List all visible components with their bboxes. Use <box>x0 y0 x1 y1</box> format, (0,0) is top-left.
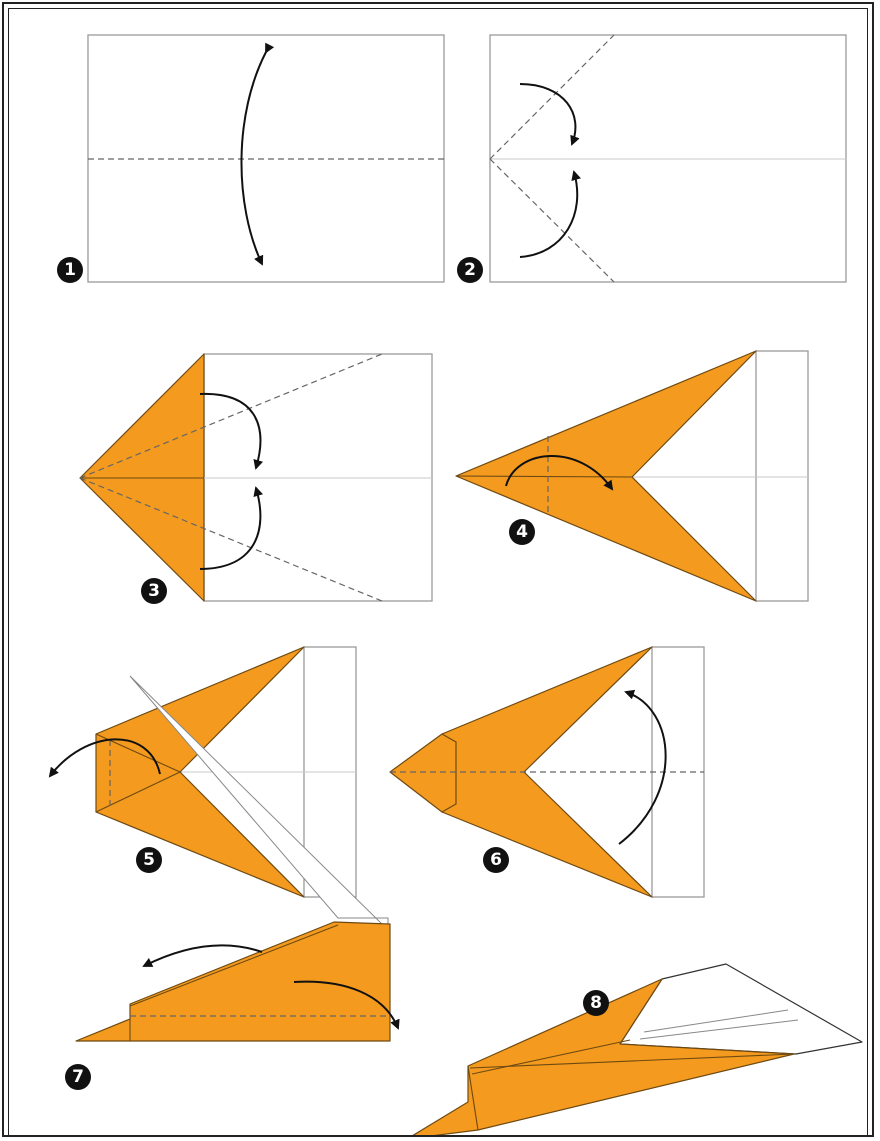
step-8-diagram <box>412 963 863 1135</box>
nose-edge <box>467 1065 479 1131</box>
fold-arrow <box>142 944 263 967</box>
step-3-badge: 3 <box>141 578 167 604</box>
folded-body <box>95 646 305 898</box>
step-5-diagram <box>48 646 357 898</box>
wing-crease <box>643 1009 789 1033</box>
step-7-badge: 7 <box>65 1064 91 1090</box>
step-7-diagram <box>75 675 400 1042</box>
step-1-badge: 1 <box>57 257 83 283</box>
fold-arrow <box>519 83 580 146</box>
fold-arrow <box>505 455 614 491</box>
step-4-badge: 4 <box>509 519 535 545</box>
nose-flap <box>389 733 457 813</box>
body-edge <box>469 1053 795 1069</box>
valley-fold-line <box>79 353 383 479</box>
valley-fold-line <box>79 477 383 602</box>
step-number: 4 <box>516 522 528 542</box>
step-number: 1 <box>64 260 76 280</box>
step-number: 2 <box>464 260 476 280</box>
fold-arrow <box>48 738 161 778</box>
fold-arrow <box>240 42 275 266</box>
step-2-badge: 2 <box>457 257 483 283</box>
step-8-badge: 8 <box>583 990 609 1016</box>
step-number: 3 <box>148 581 160 601</box>
step-number: 8 <box>590 993 602 1013</box>
step-number: 5 <box>143 850 155 870</box>
fold-arrow <box>519 170 582 258</box>
folded-side-view <box>75 921 391 1042</box>
step-6-badge: 6 <box>483 847 509 873</box>
wing-edge <box>129 924 339 1007</box>
step-2-diagram <box>489 34 847 283</box>
step-number: 7 <box>72 1067 84 1087</box>
paper-strip <box>755 350 809 602</box>
valley-fold-line <box>489 158 615 283</box>
fold-arrow <box>199 486 264 570</box>
paper-strip <box>651 646 705 898</box>
step-4-diagram <box>455 350 809 602</box>
step-5-badge: 5 <box>136 847 162 873</box>
origami-diagram: 1 2 3 4 <box>48 34 863 1135</box>
body-edge <box>471 1039 631 1075</box>
wing-crease <box>639 1019 799 1040</box>
plane-body <box>412 978 795 1135</box>
paper-edge <box>129 675 389 932</box>
fold-arrow <box>618 689 667 845</box>
step-3-diagram <box>79 353 433 602</box>
step-1-diagram <box>87 34 445 283</box>
upper-wing <box>619 963 863 1055</box>
step-6-diagram <box>389 646 705 898</box>
fold-arrow <box>293 980 400 1030</box>
fold-arrow <box>199 392 264 470</box>
step-number: 6 <box>490 850 502 870</box>
